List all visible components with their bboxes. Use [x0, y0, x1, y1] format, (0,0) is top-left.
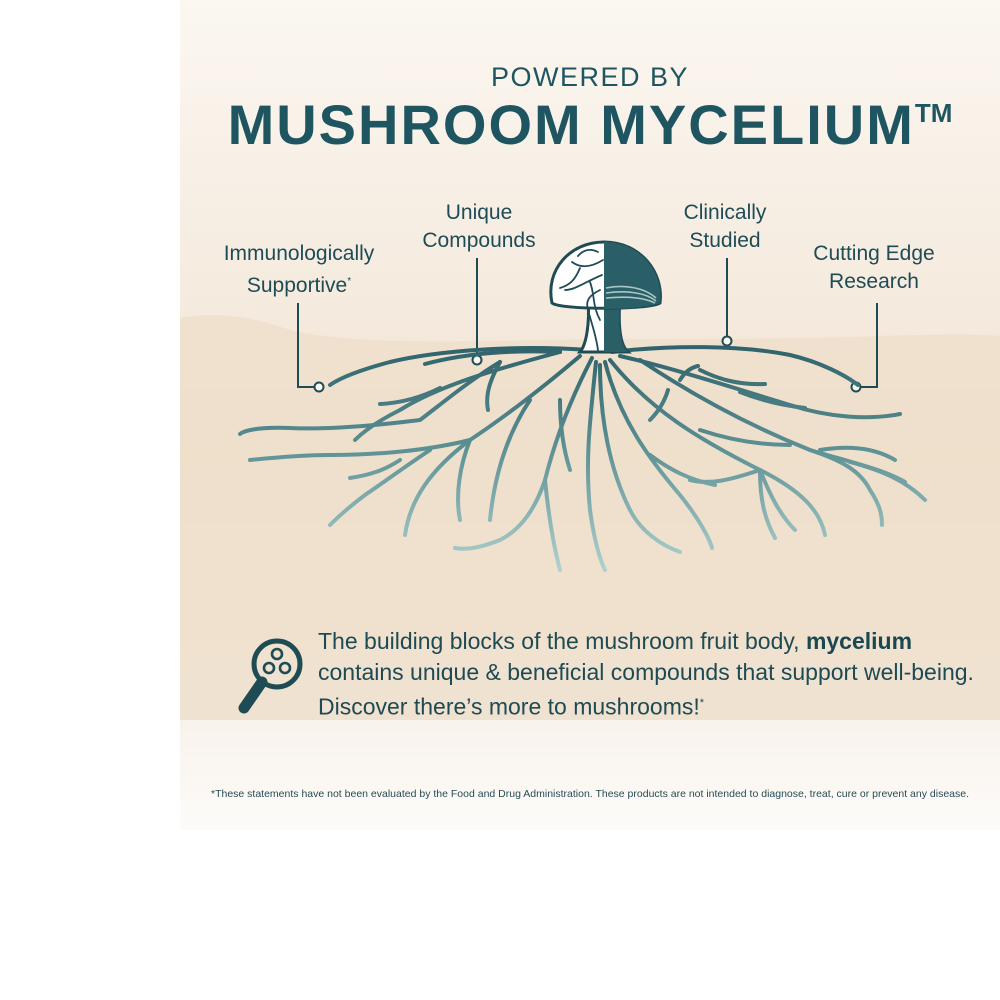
label-research-line2: Research [829, 270, 919, 293]
label-clinical-line1: Clinically [683, 201, 767, 224]
fda-disclaimer: *These statements have not been evaluate… [210, 788, 970, 800]
callout-lines [297, 258, 878, 388]
label-clinically-studied: Clinically Studied [660, 199, 790, 255]
label-unique-line2: Compounds [422, 229, 536, 252]
trademark-mark: TM [914, 98, 953, 128]
label-unique-compounds: Unique Compounds [404, 199, 554, 255]
magnifier-molecule-icon [238, 638, 303, 714]
page-title-text: MUSHROOM MYCELIUM [227, 93, 915, 156]
label-immunologically-supportive: Immunologically Supportive* [206, 240, 392, 300]
description-text: The building blocks of the mushroom frui… [318, 628, 974, 720]
label-cutting-edge-research: Cutting Edge Research [796, 240, 952, 296]
eyebrow-heading: POWERED BY [490, 62, 690, 92]
mushroom-icon [549, 240, 662, 354]
label-clinical-line2: Studied [689, 229, 761, 252]
page-title: MUSHROOM MYCELIUMTM [180, 92, 1000, 157]
description-emphasis: mycelium [805, 628, 913, 654]
label-unique-line1: Unique [445, 201, 513, 224]
label-immuno-line2: Supportive* [246, 274, 352, 297]
label-research-line1: Cutting Edge [813, 242, 935, 265]
label-immuno-line1: Immunologically [223, 242, 375, 265]
mycelium-roots [238, 345, 927, 572]
